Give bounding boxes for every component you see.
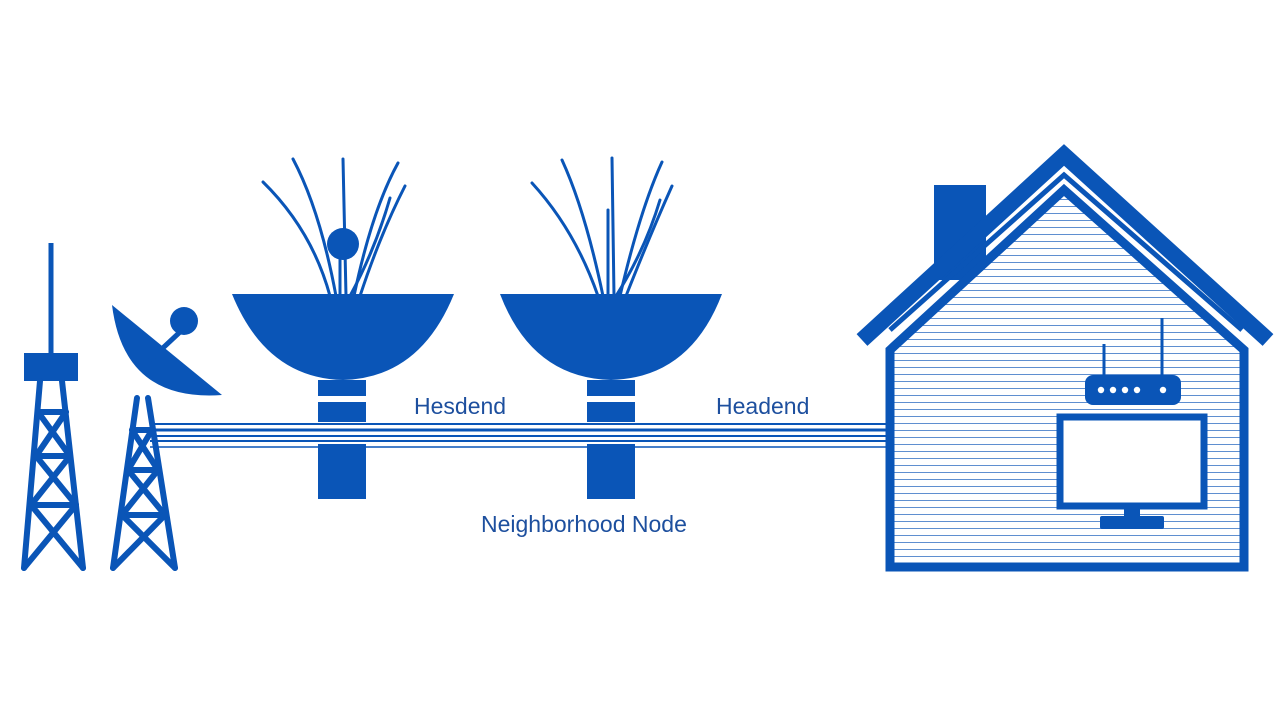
monitor-icon	[1056, 413, 1208, 529]
headend-dish-right-icon	[500, 156, 722, 499]
headend-label-left: Hesdend	[414, 393, 506, 419]
headend-dish-left-icon	[232, 157, 454, 499]
headend-label-right: Headend	[716, 393, 809, 419]
router-icon	[1085, 318, 1181, 405]
satellite-dish-icon	[110, 305, 222, 571]
antenna-tower-icon	[21, 243, 86, 571]
neighborhood-node-label: Neighborhood Node	[481, 511, 687, 537]
